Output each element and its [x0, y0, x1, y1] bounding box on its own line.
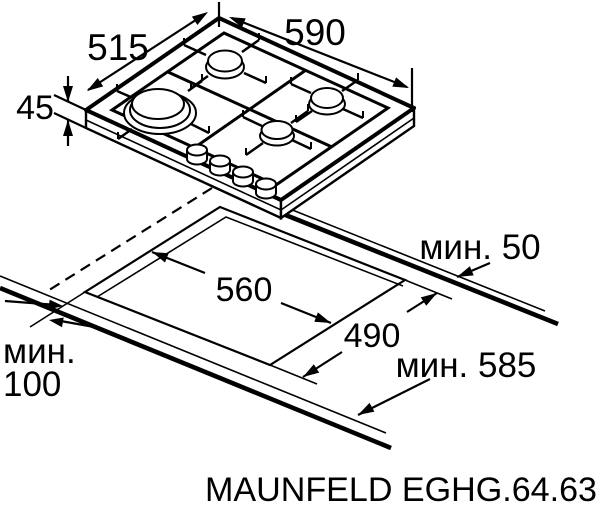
arrowhead	[63, 120, 73, 136]
worktop-front-edge-top	[0, 275, 387, 434]
knob-1	[186, 143, 208, 166]
hob-width-label: 590	[284, 12, 346, 53]
cutout-depth-label: 490	[344, 317, 401, 355]
arrowhead	[420, 293, 437, 306]
grate-back-right	[290, 73, 364, 124]
arrowhead	[314, 312, 331, 323]
arrowhead	[229, 17, 246, 28]
burner-cap	[260, 120, 294, 140]
dimension-extension-lines	[29, 279, 453, 385]
cutout-dimensions: 560 490 мин. 50 мин. 585 мин. 100	[3, 228, 541, 416]
burner-back-left	[205, 49, 245, 80]
burner-cap	[207, 49, 243, 73]
cutout-inner-thickness-line	[96, 216, 404, 298]
knob-2	[209, 154, 231, 177]
burner-back-right	[308, 87, 346, 116]
arrowhead	[392, 77, 409, 88]
worktop	[0, 186, 559, 451]
hob-height-label: 45	[16, 89, 54, 127]
cutout-width-label: 560	[216, 271, 273, 309]
min-front-clearance-label: мин. 50	[419, 228, 540, 267]
arrowhead	[48, 299, 63, 310]
arrowhead	[457, 266, 474, 277]
arrowhead	[191, 12, 208, 25]
grate-back-left	[183, 33, 267, 90]
hob-dimensions: 515 590 45	[16, 2, 414, 146]
width-dim-line	[231, 16, 408, 89]
grate-front-left	[116, 74, 210, 141]
arrowhead	[358, 402, 375, 415]
burner-front-right	[259, 120, 295, 147]
worktop-back-edge-thick	[237, 193, 559, 327]
burner-cap	[310, 87, 344, 109]
worktop-back-dashed-line	[45, 187, 213, 293]
arrowhead	[152, 252, 169, 263]
knob-3	[232, 165, 254, 188]
worktop-front-edge-thick	[0, 285, 392, 451]
hob	[84, 16, 416, 221]
grate-front-right	[242, 104, 312, 157]
arrowhead	[49, 317, 64, 328]
min-back-clearance-label-line2: 100	[3, 365, 61, 404]
hob-depth-label: 515	[87, 27, 149, 68]
burner-front-left-large	[123, 88, 197, 135]
min-worktop-depth-label: мин. 585	[396, 346, 537, 385]
control-knobs	[186, 143, 277, 200]
arrowhead	[87, 78, 104, 91]
depth-dim-line	[87, 13, 206, 91]
dimension-ticks	[53, 2, 414, 129]
arrowhead	[303, 364, 320, 377]
arrowhead	[63, 86, 73, 102]
product-model-label: MAUNFELD EGHG.64.63	[205, 471, 597, 505]
min-back-clearance-label-line1: мин.	[3, 332, 76, 371]
hob-side-trim-line	[85, 117, 415, 211]
burner-cap	[131, 88, 185, 120]
knob-4	[255, 177, 277, 200]
